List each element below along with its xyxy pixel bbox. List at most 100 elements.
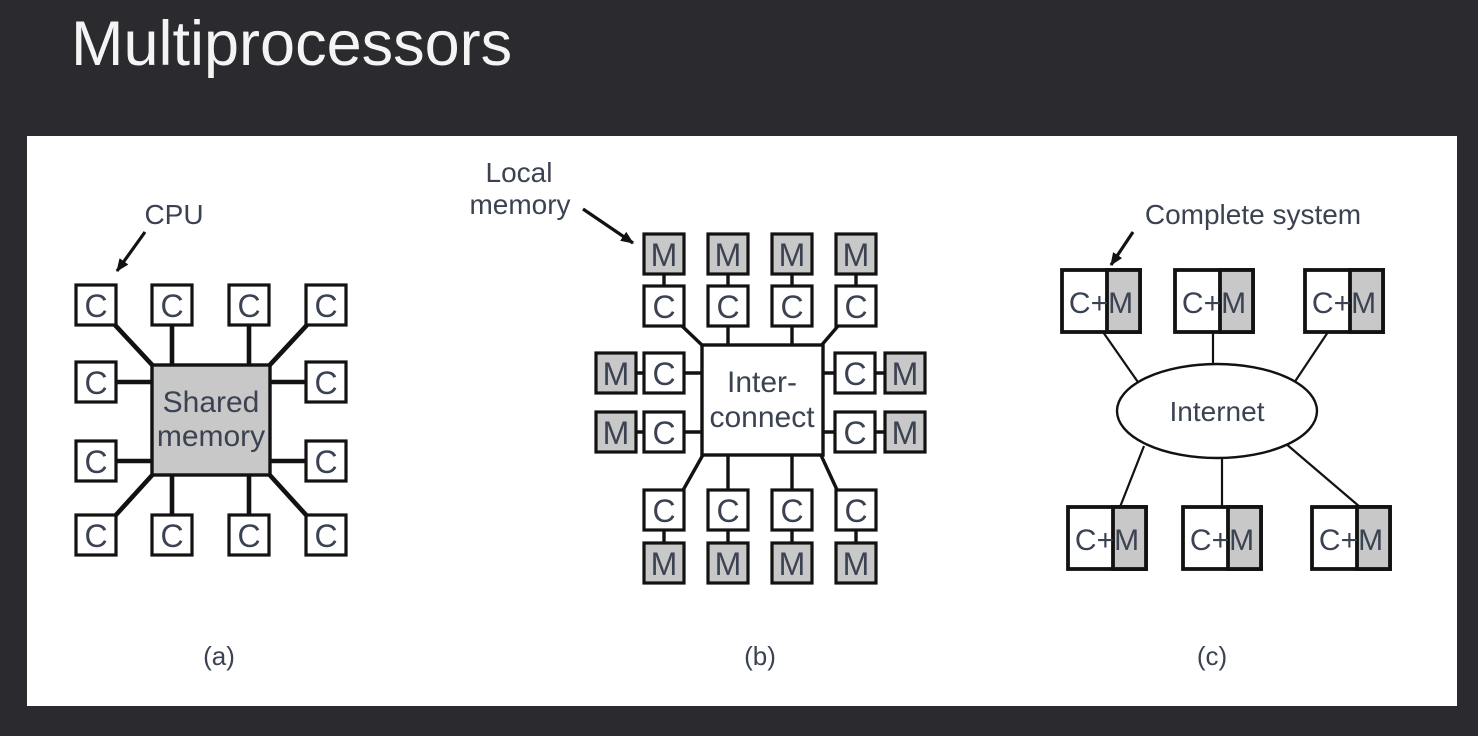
cpu-node: C [74, 439, 118, 483]
cpu-node: C [834, 284, 878, 328]
cpu-node: C [150, 513, 194, 557]
cpu-node: C [833, 410, 877, 454]
shared-memory-rect [150, 363, 272, 477]
complete-system-label: C+M [1069, 287, 1133, 320]
memory-node: M [642, 541, 686, 585]
cpu-node-label: C [314, 444, 337, 480]
cpu-node: C [304, 360, 348, 404]
diagram-c-nodes: C+M C+M C+M C+M C+M C+M [1060, 268, 1392, 571]
cpu-node-rect [706, 488, 750, 532]
cpu-node: C [227, 283, 271, 327]
caption-b: (b) [744, 641, 776, 671]
interconnect-label-line2: connect [709, 401, 815, 434]
cpu-node: C [304, 513, 348, 557]
complete-system-memory-cell [1226, 505, 1263, 571]
memory-node-rect [706, 541, 750, 585]
cpu-node-rect [770, 488, 814, 532]
cpu-node-label: C [652, 415, 675, 451]
memory-node: M [883, 351, 927, 395]
memory-node-rect [883, 351, 927, 395]
complete-system-memory-cell [1355, 505, 1392, 571]
cpu-node-rect [642, 284, 686, 328]
local-memory-annotation-line2: memory [469, 189, 570, 220]
shared-memory-label-line1: Shared [163, 386, 260, 419]
cpu-node-label: C [780, 289, 803, 325]
cpu-node-rect [227, 513, 271, 557]
cpu-node-label: C [314, 365, 337, 401]
cpu-node: C [150, 283, 194, 327]
memory-node-label: M [651, 237, 678, 273]
memory-node-label: M [779, 237, 806, 273]
cpu-node-rect [150, 513, 194, 557]
cpu-node: C [642, 284, 686, 328]
cpu-node: C [227, 513, 271, 557]
cpu-node-label: C [160, 288, 183, 324]
complete-system-memory-cell [1105, 268, 1142, 334]
memory-node-rect [594, 410, 638, 454]
memory-node-rect [642, 541, 686, 585]
memory-node-rect [834, 232, 878, 276]
internet-ellipse: Internet [1115, 362, 1319, 460]
cpu-annotation: CPU [144, 199, 203, 230]
interconnect-label-line1: Inter- [727, 366, 797, 399]
memory-node-rect [770, 541, 814, 585]
cpu-node: C [642, 488, 686, 532]
cpu-node-label: C [652, 289, 675, 325]
memory-node-label: M [603, 415, 630, 451]
complete-system-label: C+M [1182, 287, 1246, 320]
cpu-node-label: C [843, 415, 866, 451]
memory-node: M [770, 232, 814, 276]
interconnect-connector-lines [632, 274, 887, 545]
cpu-node-label: C [314, 518, 337, 554]
complete-system-memory-cell [1218, 268, 1255, 334]
interconnect-box: Inter- connect [700, 343, 825, 457]
complete-system-node: C+M [1181, 505, 1263, 571]
cpu-node: C [706, 284, 750, 328]
cpu-node-rect [74, 283, 118, 327]
cpu-node-rect [74, 513, 118, 557]
cpu-node-label: C [237, 518, 260, 554]
cpu-node-label: C [84, 365, 107, 401]
memory-node-label: M [892, 356, 919, 392]
cpu-node-rect [304, 283, 348, 327]
cpu-node: C [833, 351, 877, 395]
memory-node: M [770, 541, 814, 585]
memory-node: M [883, 410, 927, 454]
cpu-node-label: C [84, 288, 107, 324]
memory-node: M [642, 232, 686, 276]
memory-node: M [706, 541, 750, 585]
complete-system-node: C+M [1310, 505, 1392, 571]
memory-node-rect [706, 232, 750, 276]
cpu-node-rect [833, 351, 877, 395]
complete-system-node: C+M [1303, 268, 1385, 334]
complete-system-label: C+M [1312, 287, 1376, 320]
memory-node-label: M [715, 237, 742, 273]
cpu-node-rect [770, 284, 814, 328]
caption-c: (c) [1197, 641, 1227, 671]
internet-connector-lines [1102, 331, 1361, 508]
memory-node-label: M [843, 546, 870, 582]
cpu-node-label: C [843, 356, 866, 392]
cpu-node: C [304, 439, 348, 483]
cpu-node: C [304, 283, 348, 327]
cpu-node-rect [642, 410, 686, 454]
memory-node-label: M [715, 546, 742, 582]
complete-system-annotation-arrow [1109, 231, 1135, 266]
cpu-node: C [74, 283, 118, 327]
cpu-node-label: C [716, 493, 739, 529]
complete-system-label: C+M [1075, 524, 1139, 557]
memory-node: M [834, 232, 878, 276]
cpu-node-label: C [160, 518, 183, 554]
cpu-node-label: C [716, 289, 739, 325]
memory-node-label: M [892, 415, 919, 451]
cpu-node-rect [304, 360, 348, 404]
page-title: Multiprocessors [71, 9, 513, 79]
internet-shape [1115, 362, 1319, 460]
cpu-node-rect [304, 439, 348, 483]
